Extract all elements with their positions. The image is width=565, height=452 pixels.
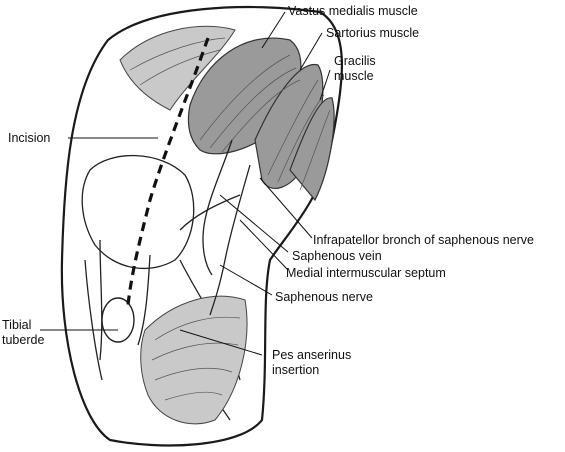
tibial-tuberosity: [101, 297, 135, 343]
label-tibial-line1: Tibial: [2, 318, 32, 332]
label-incision: Incision: [8, 131, 51, 145]
label-gracilis-line1: Gracilis: [334, 54, 376, 68]
infrapatellar-branch: [179, 194, 241, 231]
label-saphenous-nerve: Saphenous nerve: [275, 290, 373, 304]
label-infrapatellor: Infrapatellor bronch of saphenous nerve: [313, 233, 534, 247]
label-saphenous-vein: Saphenous vein: [292, 249, 382, 263]
leader-infrapatellor: [259, 177, 313, 239]
label-gracilis-line2: muscle: [334, 69, 374, 83]
leader-medial-septum: [239, 219, 289, 271]
label-sartorius: Sartorius muscle: [326, 26, 420, 40]
leader-saphenous-vein: [219, 194, 289, 253]
patellar-tendon: [99, 239, 151, 361]
incision-line: [126, 37, 210, 306]
leader-sartorius: [299, 32, 323, 71]
label-medial-septum: Medial intermuscular septum: [286, 266, 446, 280]
knee-region: [81, 154, 195, 270]
leader-vastus: [261, 11, 286, 49]
pes-anserinus: [140, 295, 248, 425]
gracilis-muscle: [289, 97, 335, 202]
label-tibial-line2: tuberde: [2, 333, 45, 347]
muscle-fibers: [129, 37, 331, 191]
leader-pes: [179, 329, 263, 356]
label-pes-line1: Pes anserinus: [272, 348, 352, 362]
label-pes-line2: insertion: [272, 363, 320, 377]
leader-gracilis: [319, 69, 331, 101]
leader-saphenous-nerve: [219, 264, 273, 296]
saphenous-nerve-path: [209, 164, 251, 316]
thigh-muscle-upper: [119, 25, 236, 111]
label-vastus-medialis: Vastus medialis muscle: [288, 4, 418, 18]
saphenous-vein-path: [202, 139, 233, 276]
pes-fibers: [151, 316, 241, 401]
